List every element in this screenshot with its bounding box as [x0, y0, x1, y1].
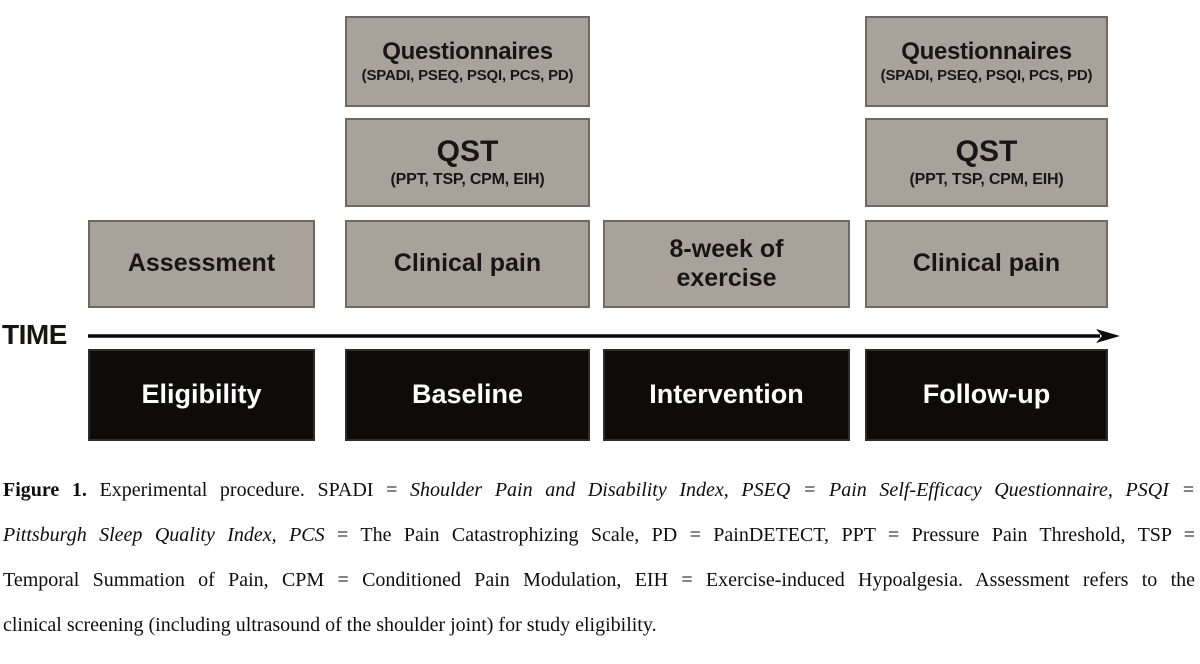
questionnaires-title: Questionnaires: [901, 37, 1072, 65]
qst-title: QST: [955, 135, 1018, 169]
timeline-arrow-icon: [88, 329, 1120, 343]
questionnaires-box-followup: Questionnaires (SPADI, PSEQ, PSQI, PCS, …: [865, 16, 1108, 107]
figure-caption: Figure 1. Experimental procedure. SPADI …: [3, 468, 1195, 648]
measure-box-clinical-pain-followup: Clinical pain: [865, 220, 1108, 308]
phase-label: Eligibility: [141, 379, 262, 410]
measure-label: Assessment: [127, 249, 276, 278]
caption-line: Figure 1. Experimental procedure. SPADI …: [3, 468, 1195, 513]
caption-text-italic: Shoulder Pain and Disability Index, PSEQ…: [409, 479, 1195, 501]
questionnaires-box-baseline: Questionnaires (SPADI, PSEQ, PSQI, PCS, …: [345, 16, 590, 107]
caption-line: Pittsburgh Sleep Quality Index, PCS = Th…: [3, 513, 1195, 558]
questionnaires-subtitle: (SPADI, PSEQ, PSQI, PCS, PD): [361, 67, 574, 85]
caption-text: Experimental procedure. SPADI =: [86, 479, 410, 501]
caption-figure-number: Figure 1.: [3, 479, 87, 501]
caption-text: Temporal Summation of Pain, CPM = Condit…: [3, 569, 1195, 591]
measure-box-clinical-pain-baseline: Clinical pain: [345, 220, 590, 308]
time-label: TIME: [2, 319, 67, 350]
measure-label: Clinical pain: [912, 249, 1061, 278]
phase-label: Baseline: [411, 379, 524, 410]
phase-box-intervention: Intervention: [603, 349, 850, 441]
caption-text-italic: Pittsburgh Sleep Quality Index, PCS: [3, 524, 325, 546]
caption-text: clinical screening (including ultrasound…: [3, 614, 657, 636]
phase-label: Intervention: [649, 379, 804, 410]
caption-text: = The Pain Catastrophizing Scale, PD = P…: [324, 524, 1195, 546]
measure-box-exercise: 8-week of exercise: [603, 220, 850, 308]
phase-box-followup: Follow-up: [865, 349, 1108, 441]
caption-line: Temporal Summation of Pain, CPM = Condit…: [3, 558, 1195, 603]
qst-box-baseline: QST (PPT, TSP, CPM, EIH): [345, 118, 590, 207]
questionnaires-subtitle: (SPADI, PSEQ, PSQI, PCS, PD): [880, 67, 1093, 85]
measure-label: 8-week of exercise: [669, 234, 784, 293]
questionnaires-title: Questionnaires: [382, 37, 553, 65]
phase-box-eligibility: Eligibility: [88, 349, 315, 441]
measure-box-assessment: Assessment: [88, 220, 315, 308]
qst-title: QST: [436, 135, 499, 169]
qst-box-followup: QST (PPT, TSP, CPM, EIH): [865, 118, 1108, 207]
qst-subtitle: (PPT, TSP, CPM, EIH): [909, 171, 1064, 189]
phase-box-baseline: Baseline: [345, 349, 590, 441]
caption-line: clinical screening (including ultrasound…: [3, 603, 1195, 648]
measure-label: Clinical pain: [393, 249, 542, 278]
phase-label: Follow-up: [922, 379, 1051, 410]
qst-subtitle: (PPT, TSP, CPM, EIH): [390, 171, 545, 189]
